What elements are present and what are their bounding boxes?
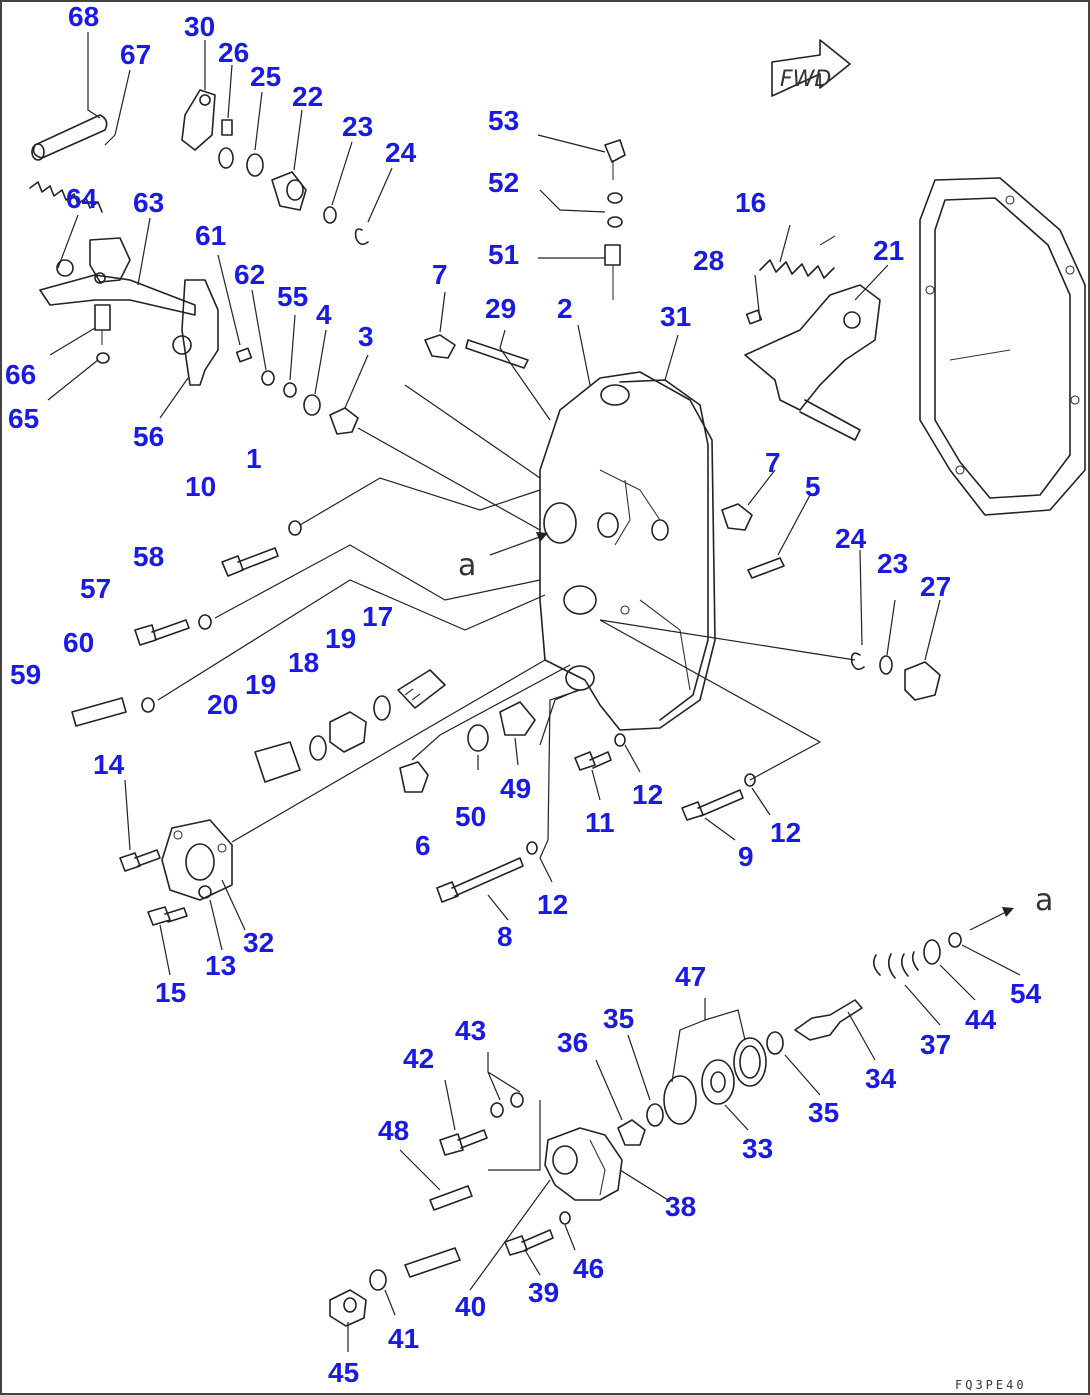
callout-label: 14 <box>93 749 125 780</box>
callout-label: 39 <box>528 1277 559 1308</box>
callout-label: 6 <box>415 830 431 861</box>
callout-label: 45 <box>328 1357 359 1388</box>
callout-label: 15 <box>155 977 186 1008</box>
callout-label: 47 <box>675 961 706 992</box>
callout-label: 24 <box>835 523 867 554</box>
callout-label: 42 <box>403 1043 434 1074</box>
linkage-parts <box>29 89 369 435</box>
figure-code: FQ3PE40 <box>955 1378 1027 1392</box>
callout-label: 12 <box>537 889 568 920</box>
callout-label: 56 <box>133 421 164 452</box>
callout-label: 29 <box>485 293 516 324</box>
callout-label: 62 <box>234 259 265 290</box>
callout-label: 20 <box>207 689 238 720</box>
callout-label: 44 <box>965 1004 997 1035</box>
callout-label: 19 <box>325 623 356 654</box>
callout-label: 24 <box>385 137 417 168</box>
callout-label: 35 <box>603 1003 634 1034</box>
callout-label: 67 <box>120 39 151 70</box>
callout-label: 65 <box>8 403 39 434</box>
callout-label: 46 <box>573 1253 604 1284</box>
callout-label: 16 <box>735 187 766 218</box>
callout-label: 1 <box>246 443 262 474</box>
callout-label: 50 <box>455 801 486 832</box>
callout-label: 36 <box>557 1027 588 1058</box>
section-ref-left-label: a <box>458 548 476 583</box>
middle-center-parts <box>399 503 941 903</box>
callout-label: 31 <box>660 301 691 332</box>
middle-left-parts <box>71 520 446 926</box>
forward-direction-marker: FWD <box>771 39 851 97</box>
callout-label: 38 <box>665 1191 696 1222</box>
callout-label: 2 <box>557 293 573 324</box>
callout-label: 64 <box>66 183 98 214</box>
callout-label: 8 <box>497 921 513 952</box>
forward-marker-text: FWD <box>780 67 831 92</box>
callout-label: 43 <box>455 1015 486 1046</box>
callout-label: 30 <box>184 11 215 42</box>
callout-label: 27 <box>920 571 951 602</box>
callout-label: 19 <box>245 669 276 700</box>
callout-label: 22 <box>292 81 323 112</box>
callout-label: 12 <box>632 779 663 810</box>
callout-label: 11 <box>585 807 615 838</box>
section-reference-a: a a <box>458 532 1053 931</box>
callout-label: 9 <box>738 841 754 872</box>
lower-assembly-parts <box>329 932 962 1327</box>
callout-label: 21 <box>873 235 904 266</box>
callout-label: 7 <box>432 259 448 290</box>
callout-label: 23 <box>877 548 908 579</box>
callout-label: 34 <box>865 1063 897 1094</box>
valve-body <box>539 371 716 731</box>
callout-label: 5 <box>805 471 821 502</box>
callout-label: 51 <box>488 239 519 270</box>
callout-label: 61 <box>195 220 226 251</box>
callout-label: 33 <box>742 1133 773 1164</box>
callout-label: 25 <box>250 61 281 92</box>
callout-label: 53 <box>488 105 519 136</box>
callout-label: 37 <box>920 1029 951 1060</box>
section-ref-right-label: a <box>1035 883 1053 918</box>
callout-label: 4 <box>316 299 332 330</box>
callout-label: 41 <box>388 1323 419 1354</box>
callout-label: 18 <box>288 647 319 678</box>
callout-label: 58 <box>133 541 164 572</box>
leader-lines <box>47 32 1021 1352</box>
callout-label: 17 <box>362 601 393 632</box>
callout-label: 23 <box>342 111 373 142</box>
callout-label: 60 <box>63 627 94 658</box>
callout-label: 66 <box>5 359 36 390</box>
callout-label: 13 <box>205 950 236 981</box>
callout-label: 3 <box>358 321 374 352</box>
callout-label: 40 <box>455 1291 486 1322</box>
callout-label: 49 <box>500 773 531 804</box>
callout-label: 54 <box>1010 978 1042 1009</box>
callout-label: 52 <box>488 167 519 198</box>
callout-label: 68 <box>68 1 99 32</box>
callout-label: 48 <box>378 1115 409 1146</box>
callout-label: 10 <box>185 471 216 502</box>
callout-label: 32 <box>243 927 274 958</box>
upper-right-parts <box>424 139 1086 516</box>
callout-label: 12 <box>770 817 801 848</box>
callout-label: 7 <box>765 447 781 478</box>
callout-label: 35 <box>808 1097 839 1128</box>
callout-label: 55 <box>277 281 308 312</box>
callout-label: 28 <box>693 245 724 276</box>
callout-labels: 68 67 30 26 25 22 23 24 64 63 61 62 55 4… <box>5 1 1042 1388</box>
callout-label: 26 <box>218 37 249 68</box>
callout-label: 59 <box>10 659 41 690</box>
callout-label: 63 <box>133 187 164 218</box>
callout-label: 57 <box>80 573 111 604</box>
